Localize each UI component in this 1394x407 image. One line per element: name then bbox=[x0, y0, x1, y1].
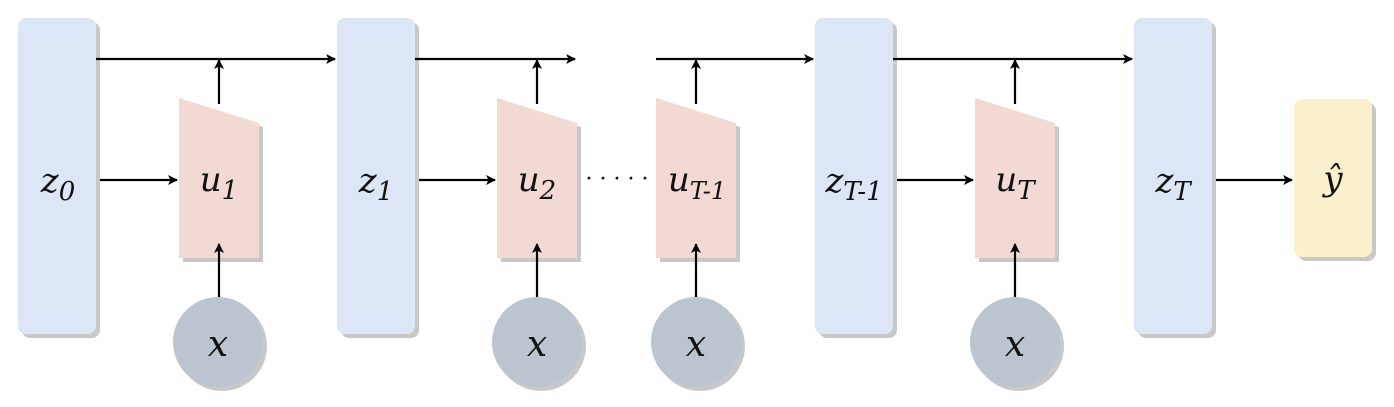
unit-u1: u1 bbox=[179, 98, 263, 262]
ellipsis-dots: · · · · · bbox=[586, 167, 649, 192]
latent-block bbox=[18, 18, 96, 334]
unit-label: uT bbox=[995, 160, 1036, 206]
unit-trapezoid bbox=[975, 98, 1055, 258]
input-label: x bbox=[686, 324, 706, 365]
input-x2: x bbox=[492, 297, 586, 391]
input-label: x bbox=[208, 324, 228, 365]
unit-label: uT-1 bbox=[668, 160, 726, 205]
latent-block bbox=[815, 18, 893, 334]
unit-uT-1: uT-1 bbox=[656, 98, 740, 262]
latent-zT: zT bbox=[1134, 18, 1216, 338]
unit-trapezoid bbox=[656, 98, 736, 258]
output-yhat: ŷ bbox=[1294, 99, 1376, 261]
unit-label: u1 bbox=[200, 160, 238, 206]
unit-u2: u2 bbox=[497, 98, 581, 262]
input-x4: x bbox=[970, 297, 1064, 391]
unit-trapezoid bbox=[179, 98, 259, 258]
unit-trapezoid bbox=[497, 98, 577, 258]
arrows bbox=[96, 54, 1293, 297]
unit-label: u2 bbox=[518, 160, 556, 206]
input-node bbox=[492, 297, 582, 387]
input-node bbox=[970, 297, 1060, 387]
input-label: x bbox=[527, 324, 547, 365]
latent-label: zT bbox=[1154, 161, 1192, 207]
unit-uT: uT bbox=[975, 98, 1059, 262]
latent-z0: z0 bbox=[18, 18, 100, 338]
output-block bbox=[1294, 99, 1372, 257]
latent-label: zT-1 bbox=[824, 161, 882, 207]
input-x1: x bbox=[173, 297, 267, 391]
input-node bbox=[173, 297, 263, 387]
input-x3: x bbox=[651, 297, 745, 391]
output-label: ŷ bbox=[1321, 159, 1343, 199]
input-label: x bbox=[1005, 324, 1025, 365]
latent-block bbox=[337, 18, 415, 334]
input-node bbox=[651, 297, 741, 387]
latent-label: z1 bbox=[358, 161, 393, 207]
latent-block bbox=[1134, 18, 1212, 334]
latent-zT-1: zT-1 bbox=[815, 18, 897, 338]
latent-label: z0 bbox=[40, 161, 75, 207]
latent-z1: z1 bbox=[337, 18, 419, 338]
